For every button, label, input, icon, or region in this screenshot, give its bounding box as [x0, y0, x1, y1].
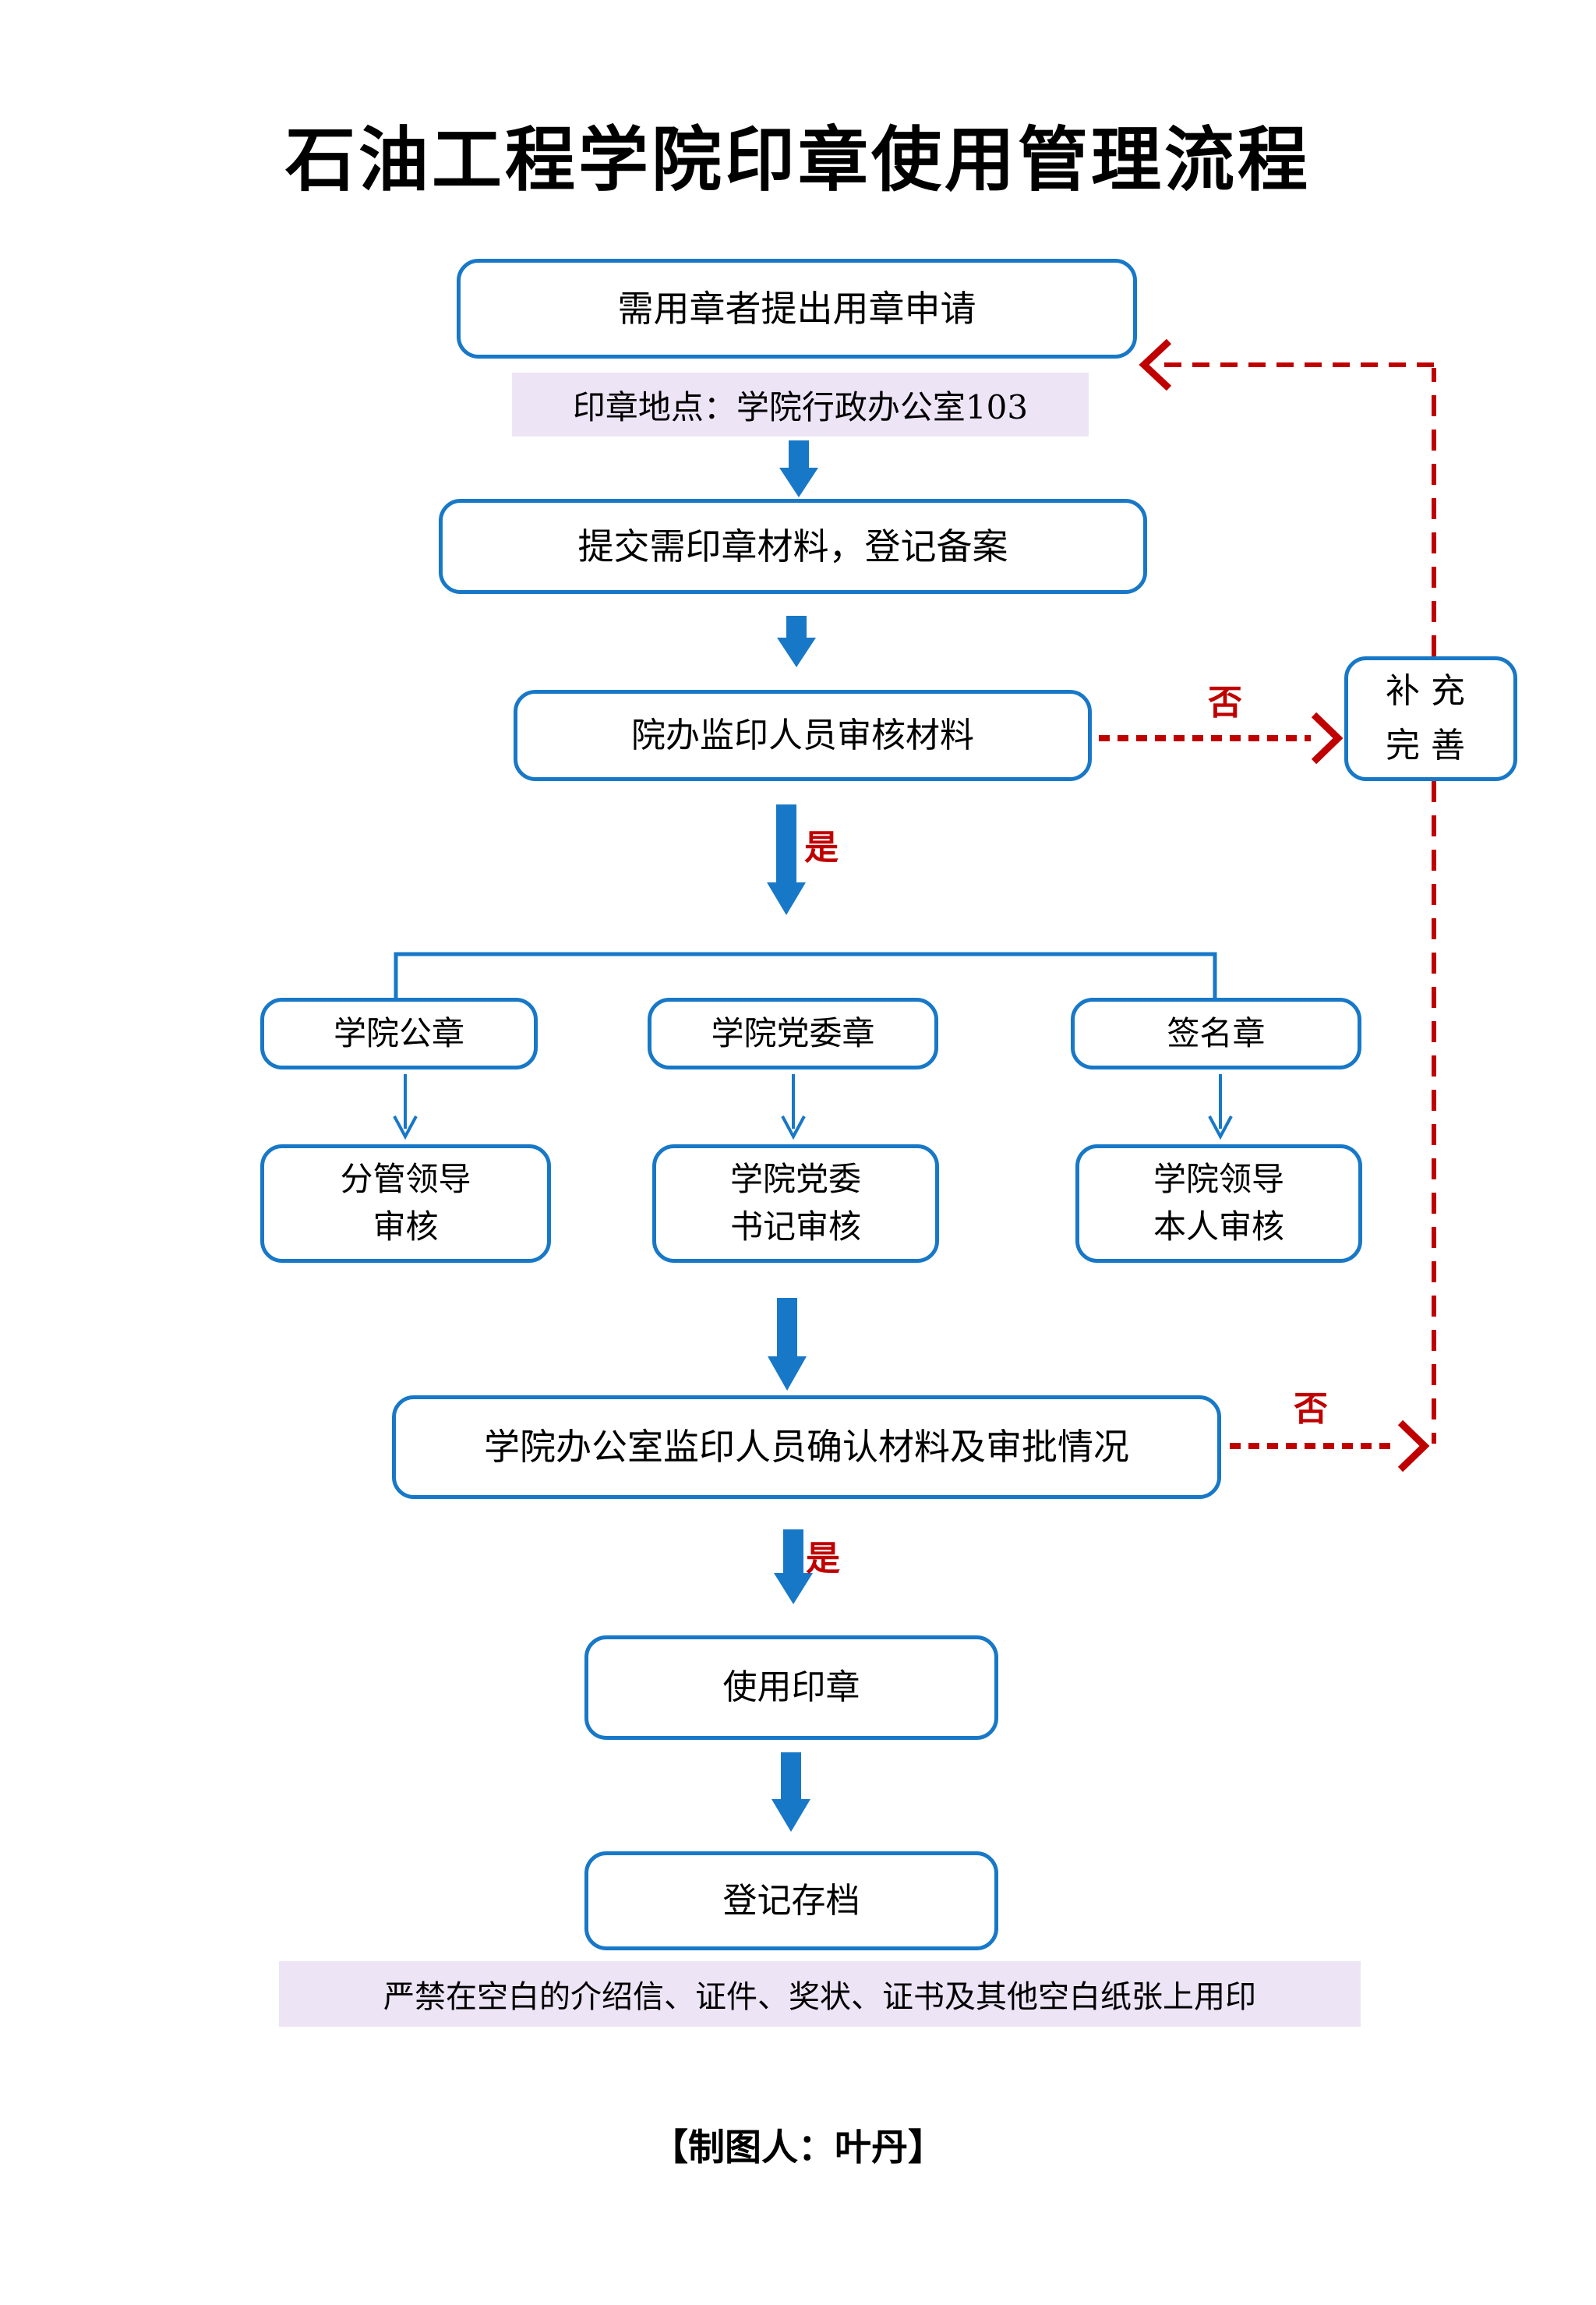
- seal-type-signature-label: 签名章: [1167, 1013, 1266, 1052]
- step-review-box: 院办监印人员审核材料: [514, 690, 1092, 781]
- step-submit-label: 提交需印章材料，登记备案: [577, 525, 1008, 567]
- seal-type-signature-box: 签名章: [1071, 998, 1361, 1069]
- thin-arrow-2-head: [781, 1115, 806, 1140]
- branch-bracket: [394, 952, 1217, 998]
- page-title: 石油工程学院印章使用管理流程: [285, 119, 1311, 201]
- reviewer-self-label: 学院领导 本人审核: [1153, 1160, 1284, 1246]
- step-confirm-label: 学院办公室监印人员确认材料及审批情况: [484, 1426, 1129, 1469]
- thin-arrow-3-head: [1208, 1115, 1233, 1140]
- step-request-box: 需用章者提出用章申请: [457, 259, 1137, 359]
- step-submit-box: 提交需印章材料，登记备案: [439, 499, 1147, 594]
- arrow-down-1: [779, 440, 818, 497]
- no-arrow-1-head: [1311, 712, 1344, 765]
- seal-type-party-label: 学院党委章: [711, 1013, 875, 1052]
- reviewer-secretary-label: 学院党委 书记审核: [729, 1160, 861, 1246]
- reviewer-secretary-box: 学院党委 书记审核: [652, 1144, 939, 1263]
- reviewer-leader-box: 分管领导 审核: [260, 1144, 551, 1263]
- arrow-down-3: [768, 1298, 807, 1391]
- step-review-label: 院办监印人员审核材料: [631, 715, 974, 755]
- step-archive-label: 登记存档: [722, 1880, 860, 1921]
- step-archive-box: 登记存档: [584, 1851, 998, 1950]
- warning-note: 严禁在空白的介绍信、证件、奖状、证书及其他空白纸张上用印: [279, 1961, 1361, 2027]
- no-arrow-2-head: [1397, 1419, 1430, 1472]
- warning-note-text: 严禁在空白的介绍信、证件、奖状、证书及其他空白纸张上用印: [383, 1979, 1256, 2015]
- supplement-label: 补充 完善: [1386, 670, 1476, 765]
- credit-line: 【制图人：叶丹】: [651, 2126, 945, 2169]
- seal-type-official-box: 学院公章: [260, 998, 538, 1069]
- no-label-2: 否: [1294, 1389, 1328, 1429]
- loop-arrow-head-into-request: [1139, 338, 1172, 391]
- reviewer-leader-label: 分管领导 审核: [340, 1160, 471, 1246]
- reviewer-self-box: 学院领导 本人审核: [1075, 1144, 1362, 1263]
- no-label-1: 否: [1208, 683, 1242, 723]
- arrow-down-4: [772, 1752, 810, 1832]
- supplement-box: 补充 完善: [1344, 656, 1517, 781]
- yes-label-1: 是: [804, 828, 839, 868]
- step-use-label: 使用印章: [722, 1667, 860, 1708]
- seal-type-party-box: 学院党委章: [648, 998, 938, 1069]
- thin-arrow-1-head: [393, 1115, 418, 1140]
- yes-label-2: 是: [806, 1539, 840, 1579]
- step-confirm-box: 学院办公室监印人员确认材料及审批情况: [392, 1395, 1221, 1499]
- seal-location-text: 印章地点：学院行政办公室103: [572, 387, 1029, 426]
- seal-location-note: 印章地点：学院行政办公室103: [512, 373, 1089, 437]
- seal-type-official-label: 学院公章: [333, 1013, 464, 1052]
- step-request-label: 需用章者提出用章申请: [617, 287, 976, 330]
- step-use-box: 使用印章: [584, 1635, 998, 1740]
- arrow-down-yes-1: [767, 804, 806, 915]
- arrow-down-2: [777, 616, 816, 667]
